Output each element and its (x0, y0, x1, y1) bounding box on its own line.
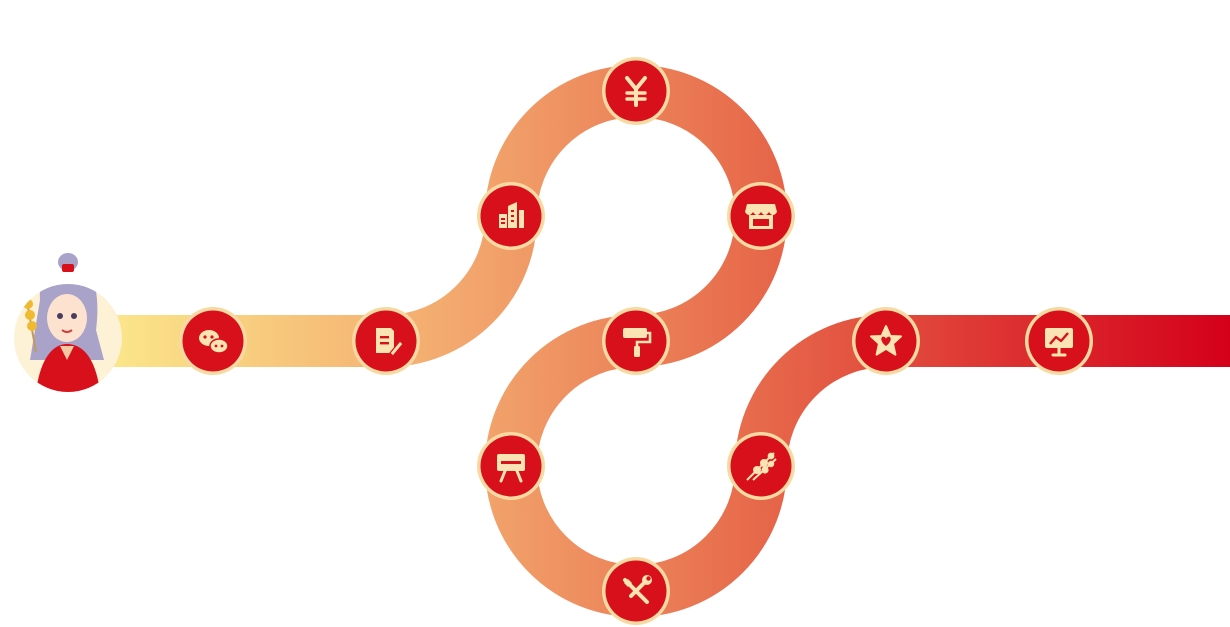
step-node-5[interactable] (727, 182, 795, 250)
mascot-avatar (14, 253, 122, 392)
step-node-2[interactable] (352, 307, 420, 375)
step-node-4[interactable] (602, 57, 670, 125)
skewer-icon (746, 452, 777, 481)
step-node-8[interactable] (602, 557, 670, 625)
paint-roller-icon (623, 328, 652, 357)
step-node-3[interactable] (477, 182, 545, 250)
storefront-icon (745, 204, 777, 229)
step-node-7[interactable] (477, 432, 545, 500)
step-node-6[interactable] (602, 307, 670, 375)
easel-board-icon (497, 454, 525, 483)
document-edit-icon (376, 328, 404, 357)
step-node-9[interactable] (727, 432, 795, 500)
growth-chart-icon (1045, 328, 1073, 357)
step-node-10[interactable] (852, 307, 920, 375)
step-node-1[interactable] (179, 307, 247, 375)
star-icon (870, 325, 902, 356)
wechat-icon (199, 330, 229, 354)
yuan-icon (625, 76, 647, 107)
step-node-11[interactable] (1025, 307, 1093, 375)
tools-icon (623, 575, 652, 604)
building-icon (499, 202, 524, 228)
